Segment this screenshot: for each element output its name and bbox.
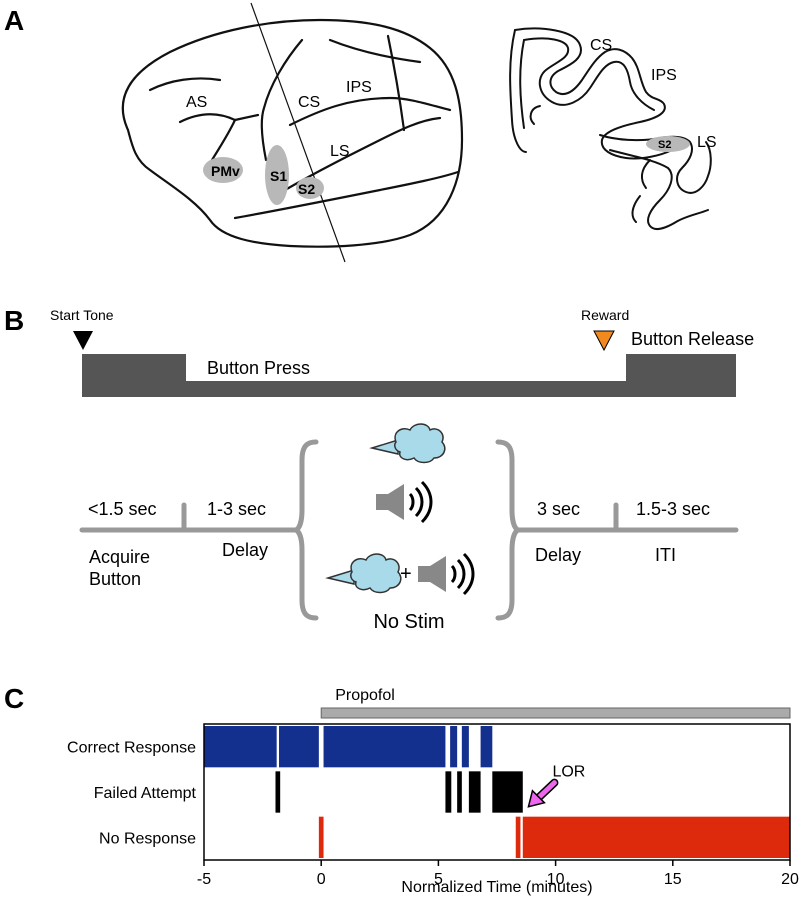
lor-arrow-icon bbox=[527, 778, 559, 808]
reward-triangle-icon bbox=[593, 330, 615, 352]
no-stim-label: No Stim bbox=[373, 611, 444, 633]
row-label-correct-response: Correct Response bbox=[67, 740, 196, 757]
x-tick-label: 15 bbox=[664, 871, 682, 888]
dorsal-groove bbox=[328, 38, 422, 64]
duration-delay1: 1-3 sec bbox=[207, 499, 266, 519]
posterior-groove bbox=[386, 34, 406, 132]
lor-label: LOR bbox=[552, 764, 585, 781]
anterior-groove bbox=[148, 77, 222, 92]
phase-iti: ITI bbox=[655, 545, 676, 565]
reward-label: Reward bbox=[581, 307, 629, 323]
raster-mark-no-response bbox=[318, 816, 324, 858]
button-release-label: Button Release bbox=[631, 329, 754, 349]
section-plane-line bbox=[250, 2, 346, 263]
raster-mark-failed-attempt bbox=[492, 771, 523, 813]
raster-mark-correct-response bbox=[461, 726, 469, 768]
air-puff-icon bbox=[369, 423, 446, 464]
phase-delay2: Delay bbox=[535, 545, 581, 565]
phase-delay1: Delay bbox=[222, 540, 268, 560]
raster-mark-correct-response bbox=[204, 726, 277, 768]
brain-coronal-section bbox=[509, 27, 712, 230]
arcuate-sulcus bbox=[178, 113, 260, 124]
propofol-label: Propofol bbox=[335, 687, 395, 704]
behavior-raster-chart: Propofol Correct Response Failed Attempt… bbox=[67, 687, 799, 896]
speaker-icon bbox=[376, 480, 433, 524]
raster-mark-failed-attempt bbox=[468, 771, 481, 813]
panel-c-letter: C bbox=[4, 683, 24, 714]
button-press-label: Button Press bbox=[207, 358, 310, 378]
row-label-no-response: No Response bbox=[99, 830, 196, 847]
air-puff-icon bbox=[325, 553, 402, 594]
as-spur bbox=[210, 118, 237, 162]
x-tick-label: 20 bbox=[781, 871, 799, 888]
raster-mark-failed-attempt bbox=[457, 771, 462, 813]
brain-lateral-view bbox=[121, 18, 464, 248]
combined-plus: + bbox=[400, 563, 412, 585]
row-label-failed-attempt: Failed Attempt bbox=[94, 785, 197, 802]
raster-mark-no-response bbox=[522, 816, 790, 858]
s1-region bbox=[265, 145, 289, 205]
label-pmv: PMv bbox=[211, 163, 240, 179]
panel-b-letter: B bbox=[4, 305, 24, 336]
x-axis-title: Normalized Time (minutes) bbox=[401, 879, 592, 896]
start-tone-triangle-icon bbox=[73, 331, 93, 350]
raster-plot-frame bbox=[203, 723, 791, 861]
x-tick-label: 0 bbox=[317, 871, 326, 888]
label-s1: S1 bbox=[270, 168, 287, 184]
x-tick-label: 10 bbox=[547, 871, 565, 888]
section-label-cs: CS bbox=[590, 37, 612, 54]
raster-mark-no-response bbox=[515, 816, 521, 858]
propofol-bar bbox=[320, 707, 791, 719]
duration-delay2: 3 sec bbox=[537, 499, 580, 519]
trial-timeline bbox=[79, 439, 739, 621]
raster-mark-correct-response bbox=[450, 726, 458, 768]
raster-mark-correct-response bbox=[480, 726, 493, 768]
raster-mark-failed-attempt bbox=[275, 771, 281, 813]
x-tick-label: 5 bbox=[434, 871, 443, 888]
central-sulcus bbox=[260, 38, 304, 162]
panel-a-letter: A bbox=[4, 5, 24, 36]
phase-acquire-line2: Button bbox=[89, 569, 141, 589]
lateral-sulcus bbox=[283, 116, 442, 192]
duration-acquire: <1.5 sec bbox=[88, 499, 157, 519]
x-tick-label: -5 bbox=[197, 871, 211, 888]
label-ips: IPS bbox=[346, 79, 372, 96]
ips bbox=[288, 96, 452, 127]
section-label-ls: LS bbox=[697, 134, 717, 151]
lateral-sulcus-lower bbox=[233, 170, 460, 220]
label-ls: LS bbox=[330, 143, 350, 160]
label-cs: CS bbox=[298, 94, 320, 111]
raster-mark-failed-attempt bbox=[445, 771, 452, 813]
section-label-s2: S2 bbox=[658, 139, 671, 151]
pmv-region bbox=[203, 157, 243, 183]
speaker-icon bbox=[418, 552, 475, 596]
start-tone-label: Start Tone bbox=[50, 307, 114, 323]
raster-mark-correct-response bbox=[323, 726, 446, 768]
brain-outline bbox=[121, 18, 464, 248]
label-s2: S2 bbox=[298, 181, 315, 197]
s2-region bbox=[296, 177, 324, 199]
phase-acquire-line1: Acquire bbox=[89, 547, 150, 567]
raster-mark-correct-response bbox=[279, 726, 319, 768]
label-as: AS bbox=[186, 94, 207, 111]
duration-iti: 1.5-3 sec bbox=[636, 499, 710, 519]
s2-section-region bbox=[646, 136, 690, 152]
button-press-timeline-bar bbox=[82, 354, 736, 397]
section-label-ips: IPS bbox=[651, 67, 677, 84]
